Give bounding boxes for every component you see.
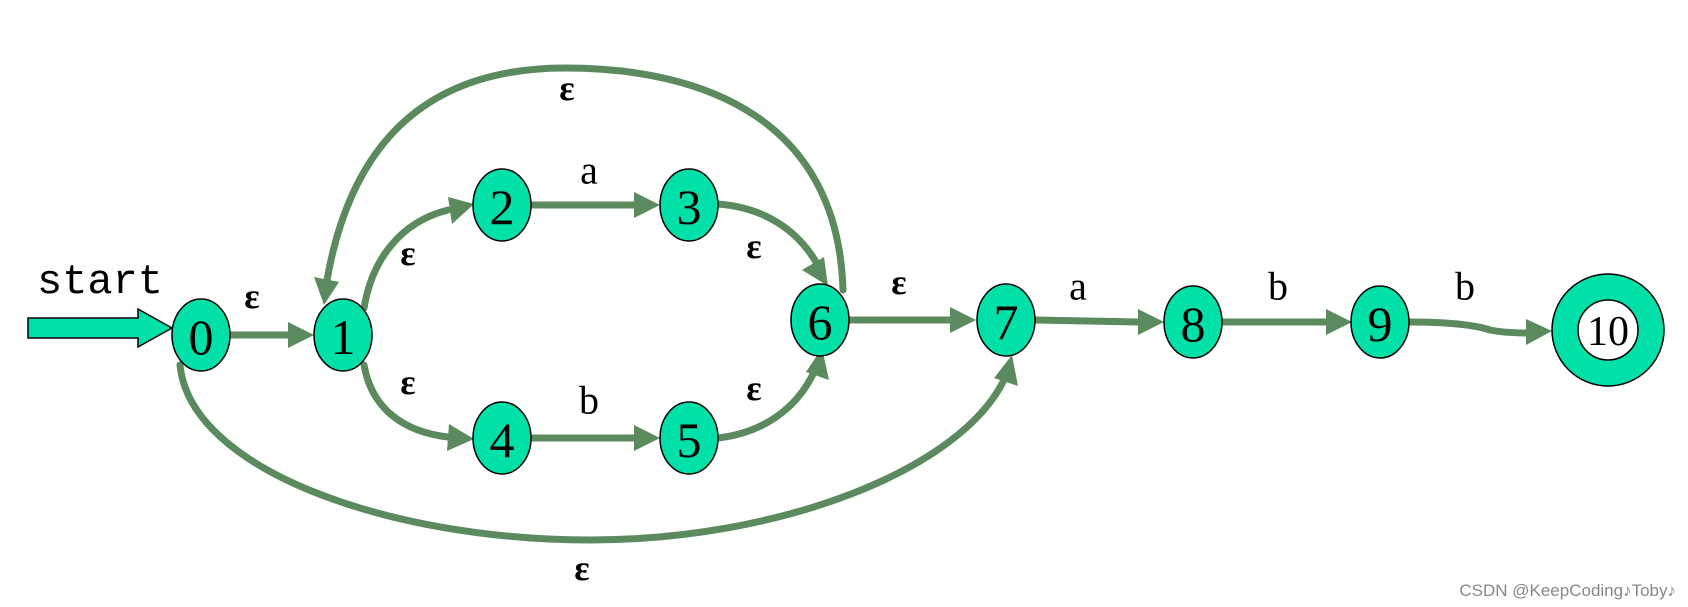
- watermark: CSDN @KeepCoding♪Toby♪: [1459, 581, 1676, 600]
- svg-text:7: 7: [994, 294, 1019, 350]
- edge-7-8: [1031, 309, 1164, 335]
- edge-8-9: [1218, 309, 1352, 335]
- state-10-accepting: 10: [1551, 273, 1665, 387]
- svg-text:9: 9: [1368, 296, 1393, 352]
- edge-label-9-10: b: [1455, 264, 1475, 309]
- state-3: 3: [659, 168, 719, 242]
- start-label: start: [37, 258, 163, 306]
- edge-0-1: [225, 322, 314, 348]
- state-2: 2: [472, 168, 532, 242]
- edge-3-6: [714, 200, 828, 286]
- edge-label-6-1: ε: [559, 68, 574, 108]
- edge-label-5-6: ε: [746, 368, 761, 408]
- svg-text:10: 10: [1587, 309, 1629, 355]
- svg-text:4: 4: [490, 412, 515, 468]
- edge-0-7: [176, 355, 1018, 544]
- edge-4-5: [526, 425, 660, 451]
- svg-text:2: 2: [490, 179, 515, 235]
- start-arrow: [27, 307, 174, 349]
- edge-label-2-3: a: [580, 148, 598, 193]
- svg-text:1: 1: [331, 309, 356, 365]
- edge-1-2: [360, 197, 474, 312]
- state-6: 6: [790, 283, 850, 357]
- edge-9-10: [1404, 318, 1552, 345]
- edge-label-4-5: b: [579, 378, 599, 423]
- state-5: 5: [659, 401, 719, 475]
- state-1: 1: [313, 298, 373, 372]
- svg-text:6: 6: [808, 294, 833, 350]
- state-0: 0: [171, 298, 231, 372]
- edge-label-8-9: b: [1268, 264, 1288, 309]
- svg-text:8: 8: [1181, 296, 1206, 352]
- edge-label-1-2: ε: [400, 233, 415, 273]
- edge-label-3-6: ε: [746, 226, 761, 266]
- state-8: 8: [1163, 285, 1223, 359]
- edge-6-7: [846, 307, 976, 333]
- edge-label-0-1: ε: [244, 276, 259, 316]
- state-7: 7: [976, 283, 1036, 357]
- edge-label-6-7: ε: [891, 262, 906, 302]
- edge-5-6: [714, 348, 829, 442]
- state-4: 4: [472, 401, 532, 475]
- edge-6-1: [314, 64, 847, 305]
- edge-label-7-8: a: [1069, 264, 1087, 309]
- edge-label-0-7: ε: [574, 548, 589, 588]
- svg-text:5: 5: [677, 412, 702, 468]
- state-9: 9: [1350, 285, 1410, 359]
- edge-label-1-4: ε: [400, 362, 415, 402]
- edge-1-4: [360, 361, 474, 451]
- edge-2-3: [526, 192, 660, 218]
- svg-text:3: 3: [677, 179, 702, 235]
- svg-text:0: 0: [189, 309, 214, 365]
